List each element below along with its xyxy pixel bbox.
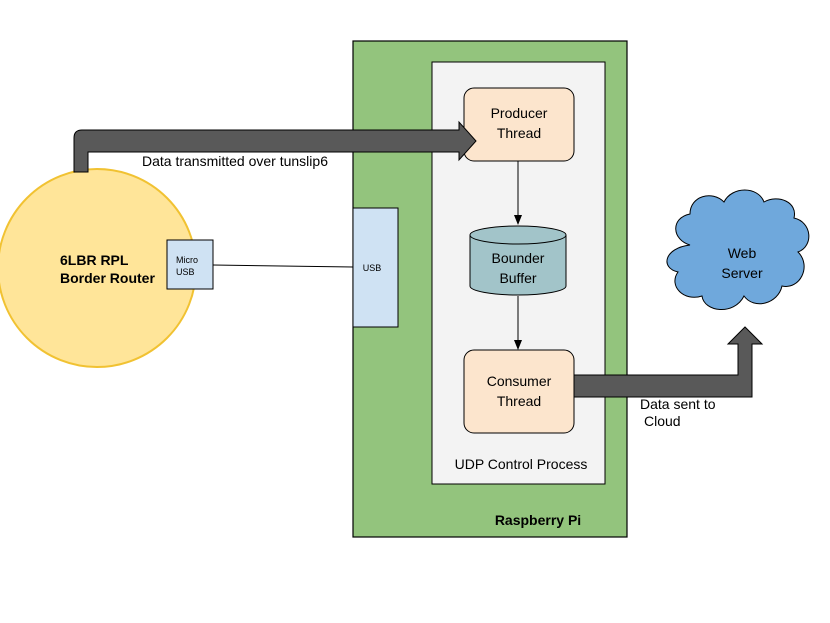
micro-usb-label-line2: USB — [176, 267, 195, 277]
cloud-arrow-label-line1: Data sent to — [640, 396, 716, 412]
usb-port-label: USB — [363, 263, 382, 273]
bounder-buffer-label-line1: Bounder — [492, 250, 545, 266]
cloud-arrow — [573, 326, 764, 398]
web-server-label-line1: Web — [728, 245, 757, 261]
usb-cable-line — [212, 264, 354, 268]
border-router-label-line2: Border Router — [60, 270, 155, 286]
tunslip-arrow — [73, 120, 477, 173]
micro-usb-label-line1: Micro — [176, 255, 198, 265]
consumer-thread-label-line2: Thread — [497, 393, 541, 409]
consumer-thread-label-line1: Consumer — [487, 373, 552, 389]
bounder-buffer-label-line2: Buffer — [499, 270, 536, 286]
producer-thread-label-line1: Producer — [491, 105, 548, 121]
micro-usb-box — [166, 239, 214, 290]
consumer-thread-box — [463, 349, 575, 434]
udp-process-label: UDP Control Process — [455, 456, 588, 472]
producer-thread-label-line2: Thread — [497, 125, 541, 141]
tunslip-arrow-label: Data transmitted over tunslip6 — [142, 153, 328, 169]
producer-thread-box — [463, 87, 575, 162]
raspberry-pi-label: Raspberry Pi — [495, 512, 581, 528]
border-router-label-line1: 6LBR RPL — [60, 252, 129, 268]
bounder-buffer-cylinder — [469, 225, 567, 296]
cloud-arrow-label-line2: Cloud — [644, 413, 681, 429]
web-server-label-line2: Server — [721, 265, 763, 281]
usb-port — [352, 207, 399, 328]
web-server-cloud — [666, 189, 810, 310]
